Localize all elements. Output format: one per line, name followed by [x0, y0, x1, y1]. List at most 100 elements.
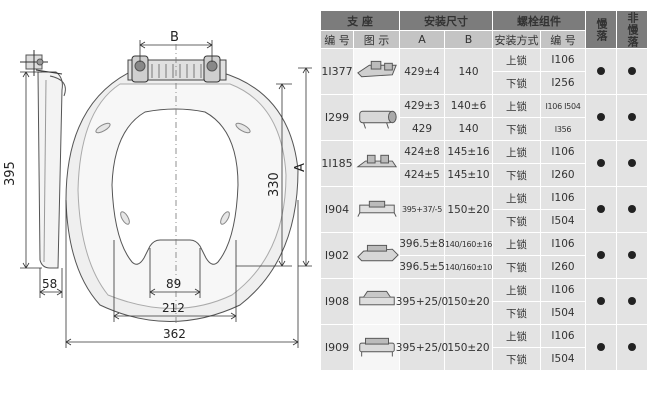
- slow-drop-dot: [597, 205, 605, 213]
- install-method-1: 上锁: [493, 187, 540, 210]
- size-b: 150±20: [447, 203, 490, 216]
- front-view: [65, 55, 299, 322]
- bolt-code-2: I356: [554, 124, 572, 134]
- non-slow-drop-cell: [616, 140, 648, 187]
- install-method-1: 上锁: [493, 233, 540, 256]
- hinge-image: [353, 48, 400, 95]
- size-a-2: 429: [411, 123, 433, 135]
- bolt-code-1: I106: [541, 187, 585, 210]
- slow-drop-cell: [585, 140, 617, 187]
- row-code: 1I377: [320, 48, 354, 95]
- support-header: 支 座: [320, 10, 400, 31]
- bolt-code-2: I504: [551, 307, 575, 319]
- hinge-image: [353, 232, 400, 279]
- slow-drop-cell: [585, 186, 617, 233]
- slow-drop-dot: [597, 297, 605, 305]
- size-a: 395+25/0: [395, 341, 449, 354]
- non-slow-drop-cell: [616, 232, 648, 279]
- install-method-2: 下锁: [506, 261, 527, 274]
- slow-drop-dot: [597, 159, 605, 167]
- size-a-2: 396.5±5: [399, 261, 445, 273]
- slow-drop-dot: [597, 343, 605, 351]
- side-view: [20, 50, 66, 269]
- install-size-header: 安装尺寸: [399, 10, 493, 31]
- size-a-1: 429±3: [400, 95, 444, 118]
- slow-drop-cell: [585, 48, 617, 95]
- seat-technical-drawing: B 395 330 A 58 89 212 362: [3, 30, 312, 348]
- dim-362-label: 362: [163, 327, 186, 341]
- bolt-code-1: I106: [541, 141, 585, 164]
- bolt-code-1: I106: [541, 279, 585, 302]
- slow-drop-dot: [597, 67, 605, 75]
- non-slow-drop-dot: [628, 159, 636, 167]
- subheader-image: 图 示: [353, 30, 400, 49]
- slow-drop-dot: [597, 251, 605, 259]
- row-code: I299: [320, 94, 354, 141]
- size-b-2: 145±10: [447, 169, 490, 181]
- size-a: 395+25/0: [395, 295, 449, 308]
- bolt-code-1: I106 I504: [541, 95, 585, 118]
- non-slow-drop-dot: [628, 251, 636, 259]
- bolt-code-2: I504: [551, 215, 575, 227]
- dim-330-label: 330: [267, 172, 282, 197]
- bolt-code-1: I106: [541, 233, 585, 256]
- non-slow-drop-cell: [616, 324, 648, 371]
- non-slow-drop-header: 非慢落: [616, 10, 648, 49]
- non-slow-drop-cell: [616, 94, 648, 141]
- size-b: 150±20: [447, 341, 490, 354]
- slow-drop-cell: [585, 278, 617, 325]
- subheader-code: 编 号: [320, 30, 354, 49]
- install-method-1: 上锁: [493, 279, 540, 302]
- spec-table: 支 座 安装尺寸 螺栓组件 慢落 非慢落 编 号 图 示 A B 安装方式 编 …: [320, 10, 648, 371]
- dim-395-label: 395: [3, 161, 18, 186]
- install-method-1: 上锁: [493, 95, 540, 118]
- row-code: I909: [320, 324, 354, 371]
- size-b: 150±20: [447, 295, 490, 308]
- install-method-2: 下锁: [506, 307, 527, 320]
- size-b-2: 140/160±10: [444, 262, 493, 272]
- non-slow-drop-dot: [628, 67, 636, 75]
- slow-drop-header: 慢落: [585, 10, 617, 49]
- bolt-code-2: I260: [551, 169, 575, 181]
- size-b-1: 145±16: [445, 141, 492, 164]
- bolt-code-1: I106: [541, 325, 585, 348]
- bolt-code-2: I260: [551, 261, 575, 273]
- non-slow-drop-cell: [616, 48, 648, 95]
- slow-drop-cell: [585, 232, 617, 279]
- install-method-2: 下锁: [506, 123, 527, 136]
- row-code: 1I185: [320, 140, 354, 187]
- install-method-1: 上锁: [493, 49, 540, 72]
- subheader-method: 安装方式: [492, 30, 541, 49]
- non-slow-drop-dot: [628, 205, 636, 213]
- dimension-lines: [20, 40, 312, 348]
- dim-a-label: A: [293, 163, 308, 172]
- dim-58-label: 58: [42, 277, 57, 291]
- hinge-image: [353, 186, 400, 233]
- hinge-image: [353, 94, 400, 141]
- non-slow-drop-cell: [616, 278, 648, 325]
- size-a-1: 396.5±8: [399, 233, 445, 256]
- slow-drop-cell: [585, 94, 617, 141]
- row-code: I902: [320, 232, 354, 279]
- install-method-1: 上锁: [493, 325, 540, 348]
- install-method-2: 下锁: [506, 169, 527, 182]
- bolt-code-1: I106: [541, 49, 585, 72]
- size-a: 395+37/-5: [401, 205, 443, 214]
- size-a: 429±4: [404, 65, 440, 78]
- bolt-group-header: 螺栓组件: [492, 10, 586, 31]
- subheader-bolt-code: 编 号: [540, 30, 586, 49]
- install-method-2: 下锁: [506, 353, 527, 366]
- dim-89-label: 89: [166, 277, 181, 291]
- bolt-code-2: I256: [551, 77, 575, 89]
- non-slow-drop-cell: [616, 186, 648, 233]
- dim-212-label: 212: [162, 301, 185, 315]
- size-a-2: 424±5: [404, 169, 440, 181]
- install-method-2: 下锁: [506, 215, 527, 228]
- non-slow-drop-dot: [628, 343, 636, 351]
